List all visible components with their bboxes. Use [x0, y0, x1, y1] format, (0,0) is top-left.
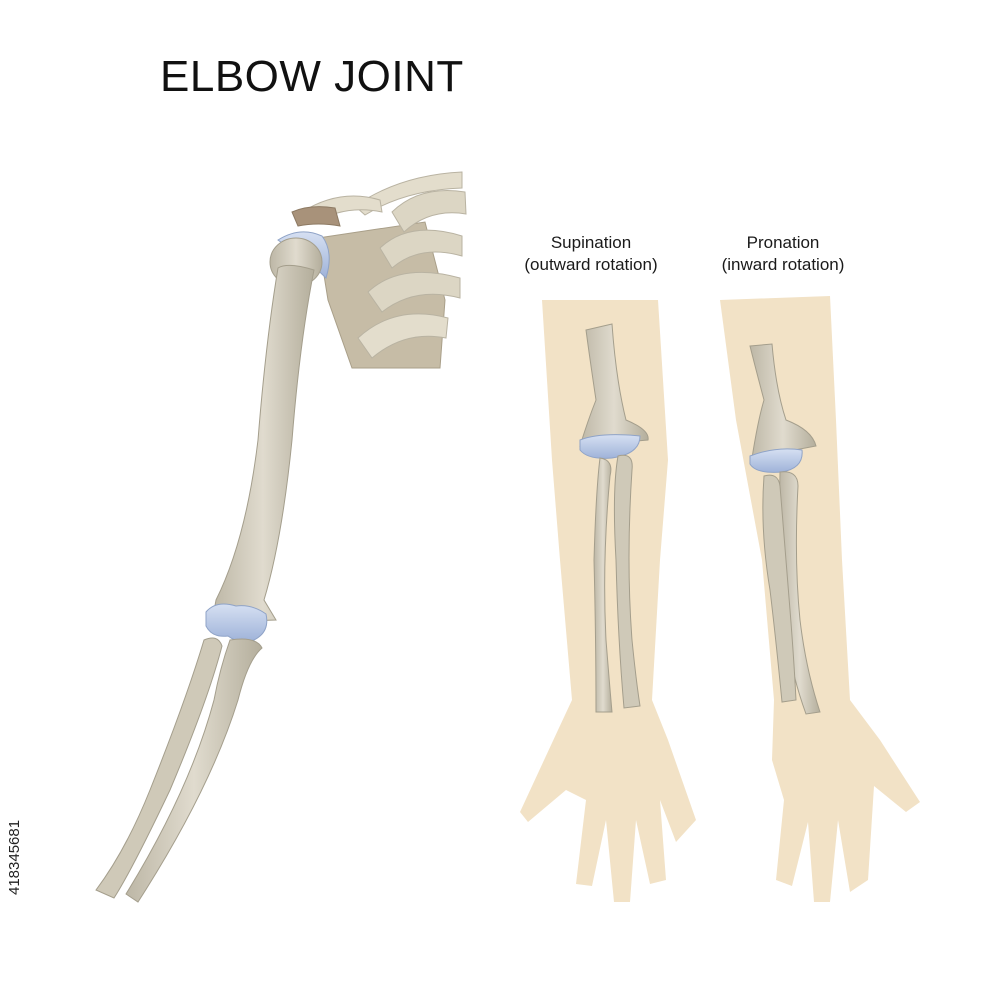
humerus [211, 264, 315, 623]
rib-4 [367, 271, 461, 313]
supination-skin [520, 300, 696, 902]
elbow-cartilage [205, 603, 268, 642]
shoulder-girdle [277, 171, 467, 369]
ulna [125, 638, 263, 903]
rib-3 [379, 229, 463, 269]
supination-label: Supination (outward rotation) [491, 232, 691, 276]
arm-skeleton [95, 237, 323, 903]
supination-label-subtitle: (outward rotation) [524, 255, 658, 274]
supination-humerus [579, 323, 649, 447]
pronation-humerus [749, 343, 817, 459]
pronation-skin [720, 296, 920, 902]
rib-5 [357, 313, 449, 359]
radius [95, 637, 223, 899]
pronation-label-subtitle: (inward rotation) [721, 255, 845, 274]
supination-cartilage [579, 434, 641, 459]
supination-forearm [520, 300, 696, 902]
pronation-label-title: Pronation [746, 233, 820, 252]
supination-ulna [613, 454, 641, 709]
pronation-cartilage [749, 448, 803, 473]
supination-label-title: Supination [550, 233, 632, 252]
acromion [291, 206, 341, 227]
rib-1 [354, 171, 463, 216]
pronation-forearm [720, 296, 920, 902]
stock-image-id: 418345681 [6, 819, 23, 895]
pronation-radius [762, 474, 797, 703]
page-title: ELBOW JOINT [160, 52, 464, 101]
supination-radius [593, 457, 613, 713]
pronation-label: Pronation (inward rotation) [683, 232, 883, 276]
rib-2 [391, 190, 467, 233]
